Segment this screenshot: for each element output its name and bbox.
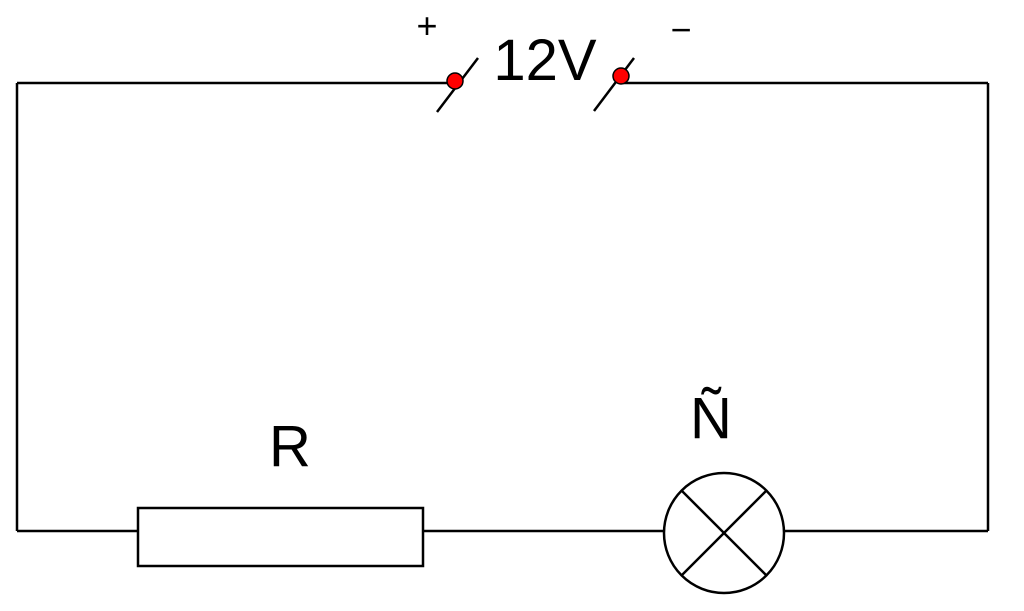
lamp-body xyxy=(662,471,786,595)
positive-terminal-dot xyxy=(446,72,464,90)
negative-terminal-stub xyxy=(593,57,635,112)
positive-sign-label: + xyxy=(416,5,437,46)
voltage-label: 12V xyxy=(493,28,597,93)
resistor-label: R xyxy=(269,414,311,479)
positive-terminal xyxy=(436,57,479,113)
lamp xyxy=(662,471,786,595)
negative-terminal-dot xyxy=(612,67,630,85)
negative-terminal xyxy=(593,57,635,112)
lamp-label: Ñ xyxy=(690,386,732,451)
resistor xyxy=(136,506,425,568)
lamp-cross-b xyxy=(680,489,768,577)
negative-sign-label: − xyxy=(670,9,691,50)
